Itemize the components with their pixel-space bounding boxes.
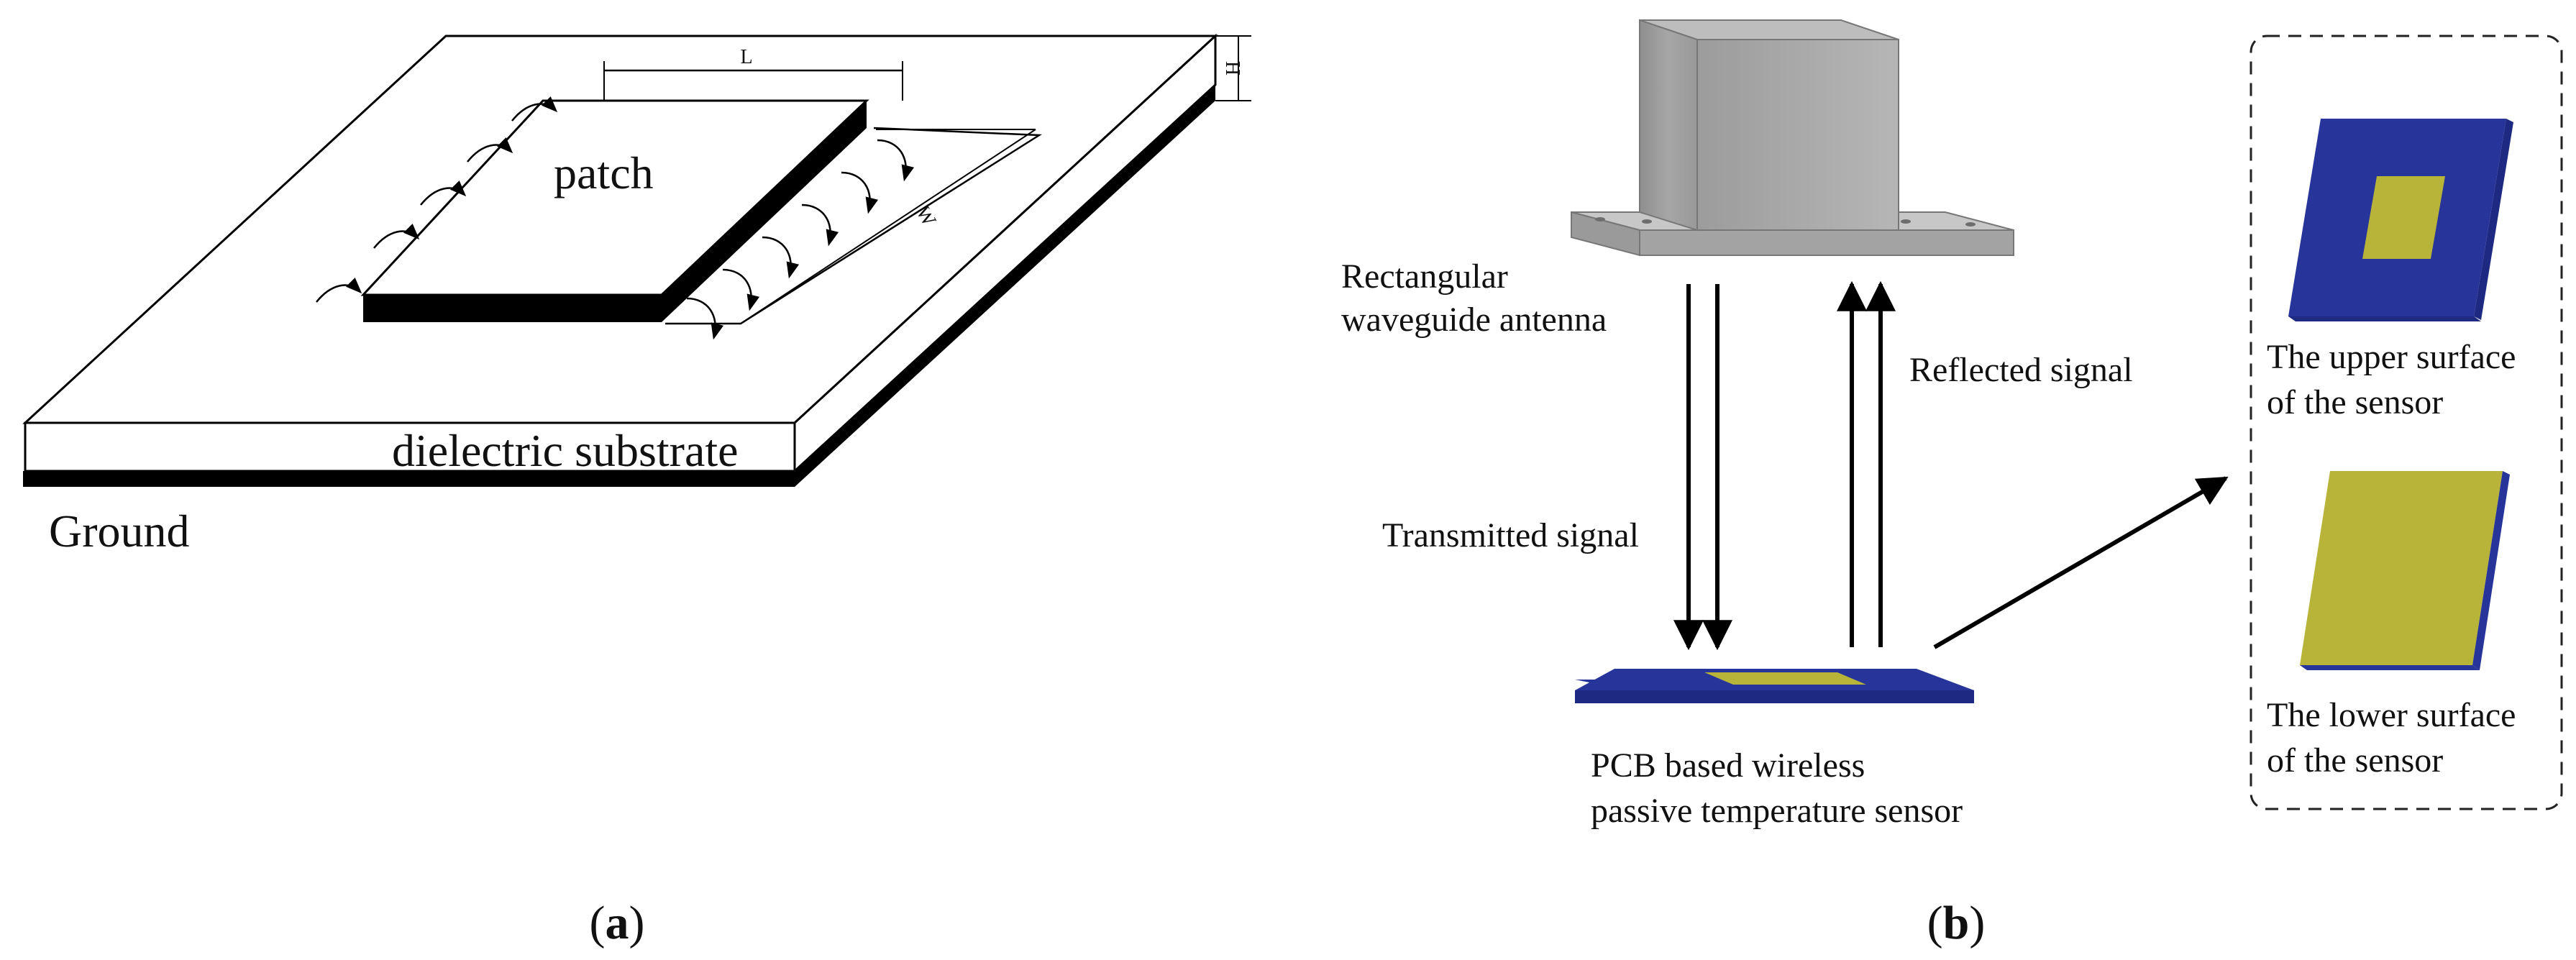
dimension-length: L: [603, 46, 903, 101]
patch-front-edge: [363, 295, 662, 322]
antenna-label-line1: Rectangular: [1341, 257, 1508, 296]
upper-surface-edge-bottom: [2288, 316, 2481, 321]
antenna-body-side: [1696, 39, 1899, 231]
transmitted-signal-label: Transmitted signal: [1382, 516, 1639, 554]
sensor-upper-surface: [2288, 119, 2513, 321]
antenna-label-line2: waveguide antenna: [1341, 301, 1607, 339]
lower-surface-edge-bottom: [2300, 665, 2480, 670]
zoom-pointer-arrow: [1933, 476, 2229, 649]
panel-b: Rectangular waveguide antenna Reflected …: [1341, 19, 2563, 949]
dimension-height-label: H: [1221, 61, 1243, 76]
caption-b: (b): [1927, 897, 1986, 949]
upper-surface-label-line2: of the sensor: [2267, 383, 2443, 421]
panel-a: L W H: [22, 33, 1251, 949]
upper-surface-label-line1: The upper surface: [2267, 338, 2516, 376]
sensor-perspective: [1575, 669, 1974, 703]
lower-surface-ground: [2300, 471, 2503, 665]
antenna-body-front: [1639, 19, 1698, 232]
caption-a: (a): [590, 897, 645, 949]
sensor-lower-surface: [2300, 471, 2510, 670]
patch-label: patch: [554, 147, 654, 198]
lower-surface-label-line2: of the sensor: [2267, 741, 2443, 780]
transmitted-signal-arrows: [1673, 284, 1732, 651]
dimension-height: H: [1215, 35, 1251, 101]
sensor-substrate-edge: [1575, 690, 1974, 703]
sensor-patch-top: [1704, 672, 1866, 685]
radiating-slot-outline: [665, 127, 1043, 325]
lower-surface-label-line1: The lower surface: [2267, 696, 2516, 734]
antenna-flange-base: [1639, 229, 2014, 256]
sensor-label-line1: PCB based wireless: [1591, 746, 1865, 785]
waveguide-antenna: [1571, 19, 2014, 257]
fringing-field-right: [686, 139, 915, 340]
ground-label: Ground: [49, 506, 190, 557]
lower-surface-edge-side: [2472, 471, 2510, 670]
upper-surface-patch: [2362, 176, 2445, 259]
dimension-length-label: L: [740, 46, 752, 68]
reflected-signal-arrows: [1837, 280, 1896, 647]
zoom-box: [2250, 35, 2563, 810]
ground-plane-side: [795, 85, 1215, 487]
substrate-label: dielectric substrate: [392, 425, 739, 476]
fringing-field-left: [316, 96, 558, 303]
ground-plane-front: [23, 471, 795, 487]
upper-surface-edge: [2474, 119, 2513, 320]
reflected-signal-label: Reflected signal: [1909, 351, 2133, 389]
patch-right-edge: [662, 101, 867, 322]
sensor-label-line2: passive temperature sensor: [1591, 792, 1963, 830]
